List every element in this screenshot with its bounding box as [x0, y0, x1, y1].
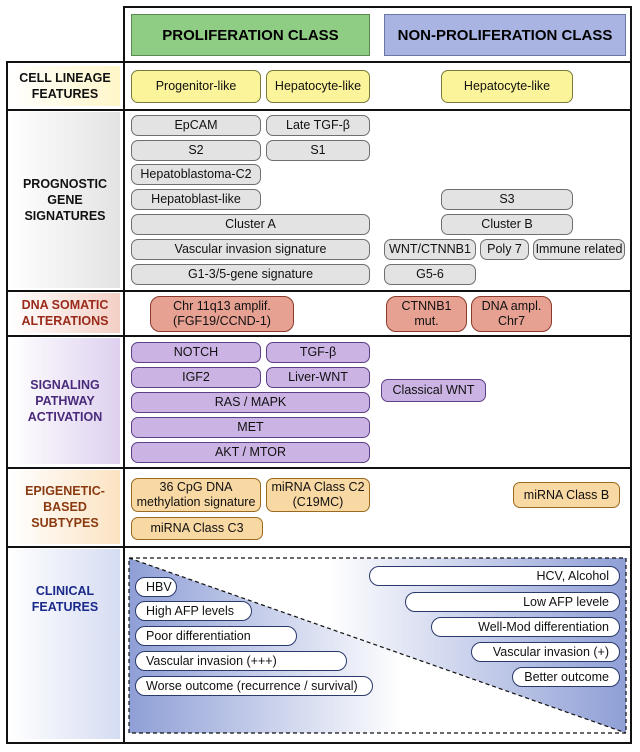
path-met: MET — [131, 417, 370, 438]
clin-vascular-invasion-low: Vascular invasion (+) — [471, 642, 620, 662]
sig-poly-7: Poly 7 — [480, 239, 529, 260]
lineage-hepatocyte-like-nonprolif: Hepatocyte-like — [441, 70, 573, 103]
epi-36-cpg: 36 CpG DNA methylation signature — [131, 478, 261, 512]
sig-vascular-invasion: Vascular invasion signature — [131, 239, 370, 260]
sig-immune-related: Immune related — [533, 239, 625, 260]
path-igf2: IGF2 — [131, 367, 261, 388]
sig-g5-6: G5-6 — [384, 264, 476, 285]
path-notch: NOTCH — [131, 342, 261, 363]
epi-mirna-c3: miRNA Class C3 — [131, 517, 263, 540]
path-akt-mtor: AKT / MTOR — [131, 442, 370, 463]
row-label-signaling: SIGNALING PATHWAY ACTIVATION — [10, 338, 120, 464]
lineage-hepatocyte-like-prolif: Hepatocyte-like — [266, 70, 370, 103]
clin-hcv-alcohol: HCV, Alcohol — [369, 566, 620, 586]
clin-high-afp: High AFP levels — [135, 601, 252, 621]
dna-ampl-chr7: DNA ampl. Chr7 — [471, 296, 552, 332]
sig-s1: S1 — [266, 140, 370, 161]
sig-hepatoblastoma-c2: Hepatoblastoma-C2 — [131, 164, 261, 185]
row-label-cell-lineage: CELL LINEAGE FEATURES — [10, 66, 120, 106]
clin-poor-differentiation: Poor differentiation — [135, 626, 297, 646]
path-ras-mapk: RAS / MAPK — [131, 392, 370, 413]
sig-late-tgf-beta: Late TGF-β — [266, 115, 370, 136]
dna-ctnnb1-mut: CTNNB1 mut. — [386, 296, 467, 332]
non-proliferation-class-header: NON-PROLIFERATION CLASS — [384, 14, 626, 56]
epi-mirna-class-b: miRNA Class B — [513, 482, 620, 508]
sig-cluster-b: Cluster B — [441, 214, 573, 235]
sig-epcam: EpCAM — [131, 115, 261, 136]
row-label-epigenetic: EPIGENETIC- BASED SUBTYPES — [10, 470, 120, 544]
lineage-progenitor-like: Progenitor-like — [131, 70, 261, 103]
sig-wnt-ctnnb1: WNT/CTNNB1 — [384, 239, 476, 260]
clin-low-afp: Low AFP levele — [405, 592, 620, 612]
row-label-clinical: CLINICAL FEATURES — [10, 549, 120, 739]
sig-cluster-a: Cluster A — [131, 214, 370, 235]
sig-g1-3-5-gene: G1-3/5-gene signature — [131, 264, 370, 285]
sig-s2: S2 — [131, 140, 261, 161]
proliferation-class-header: PROLIFERATION CLASS — [131, 14, 370, 56]
row-label-prognostic: PROGNOSTIC GENE SIGNATURES — [10, 112, 120, 288]
row-label-dna-somatic: DNA SOMATIC ALTERATIONS — [10, 293, 120, 333]
sig-s3: S3 — [441, 189, 573, 210]
path-classical-wnt: Classical WNT — [381, 379, 486, 402]
path-tgf-beta: TGF-β — [266, 342, 370, 363]
clin-better-outcome: Better outcome — [512, 667, 620, 687]
sig-hepatoblast-like: Hepatoblast-like — [131, 189, 261, 210]
clin-hbv: HBV — [135, 577, 177, 597]
clin-well-mod-differentiation: Well-Mod differentiation — [431, 617, 620, 637]
clin-vascular-invasion-high: Vascular invasion (+++) — [135, 651, 347, 671]
epi-mirna-c2: miRNA Class C2 (C19MC) — [266, 478, 370, 512]
path-liver-wnt: Liver-WNT — [266, 367, 370, 388]
dna-chr11q13: Chr 11q13 amplif. (FGF19/CCND-1) — [150, 296, 294, 332]
clin-worse-outcome: Worse outcome (recurrence / survival) — [135, 676, 373, 696]
